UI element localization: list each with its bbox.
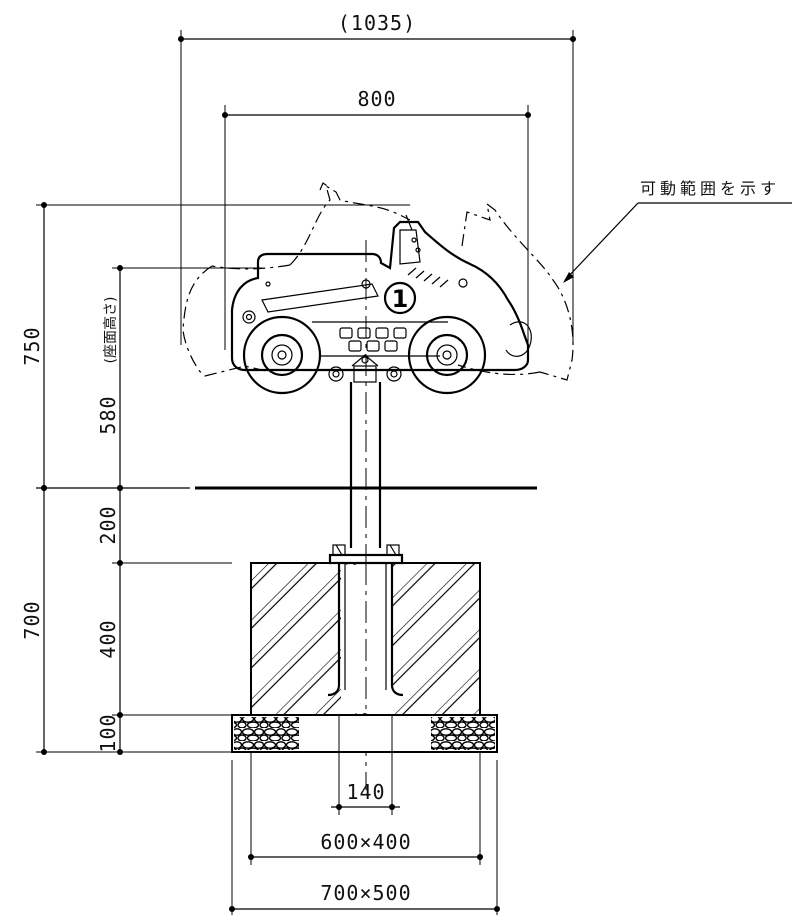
body-width-label: 800	[357, 87, 396, 111]
gravel-size-label: 700×500	[320, 881, 411, 905]
gravel-layer-label: 100	[96, 713, 120, 752]
total-height-label: 750	[20, 326, 44, 365]
footing-size-label: 600×400	[320, 830, 411, 854]
dimension-range-width: (1035)	[178, 11, 576, 345]
anchor-spacing-label: 140	[346, 780, 385, 804]
dimension-gravel-size: 700×500	[229, 760, 500, 915]
car-wheel-left	[242, 315, 322, 395]
post-exposed-label: 200	[96, 505, 120, 544]
seat-height-note: (座面高さ)	[102, 297, 119, 364]
range-width-label: (1035)	[338, 11, 416, 35]
concrete-footing	[250, 562, 481, 716]
spring-rider-car: 1	[230, 214, 532, 395]
dimension-body-width: 800	[222, 87, 531, 350]
gravel-layer	[231, 714, 498, 753]
dimension-anchor-spacing: 140	[331, 715, 400, 815]
car-checker-panel	[312, 321, 448, 357]
movement-range-annotation: 可動範囲を示す	[563, 179, 792, 283]
movement-range-label: 可動範囲を示す	[640, 179, 780, 198]
ground-line	[36, 485, 537, 491]
dimension-seat-height: 580 (座面高さ)	[96, 265, 262, 491]
foundation-total-label: 700	[20, 600, 44, 639]
rider-number: 1	[392, 285, 409, 313]
dimension-foundation: 700 200 400 100	[20, 488, 232, 755]
foundation-block-label: 400	[96, 619, 120, 658]
seat-height-label: 580	[96, 395, 120, 434]
dimension-footing-size: 600×400	[248, 752, 483, 865]
car-wheel-right	[407, 315, 487, 395]
